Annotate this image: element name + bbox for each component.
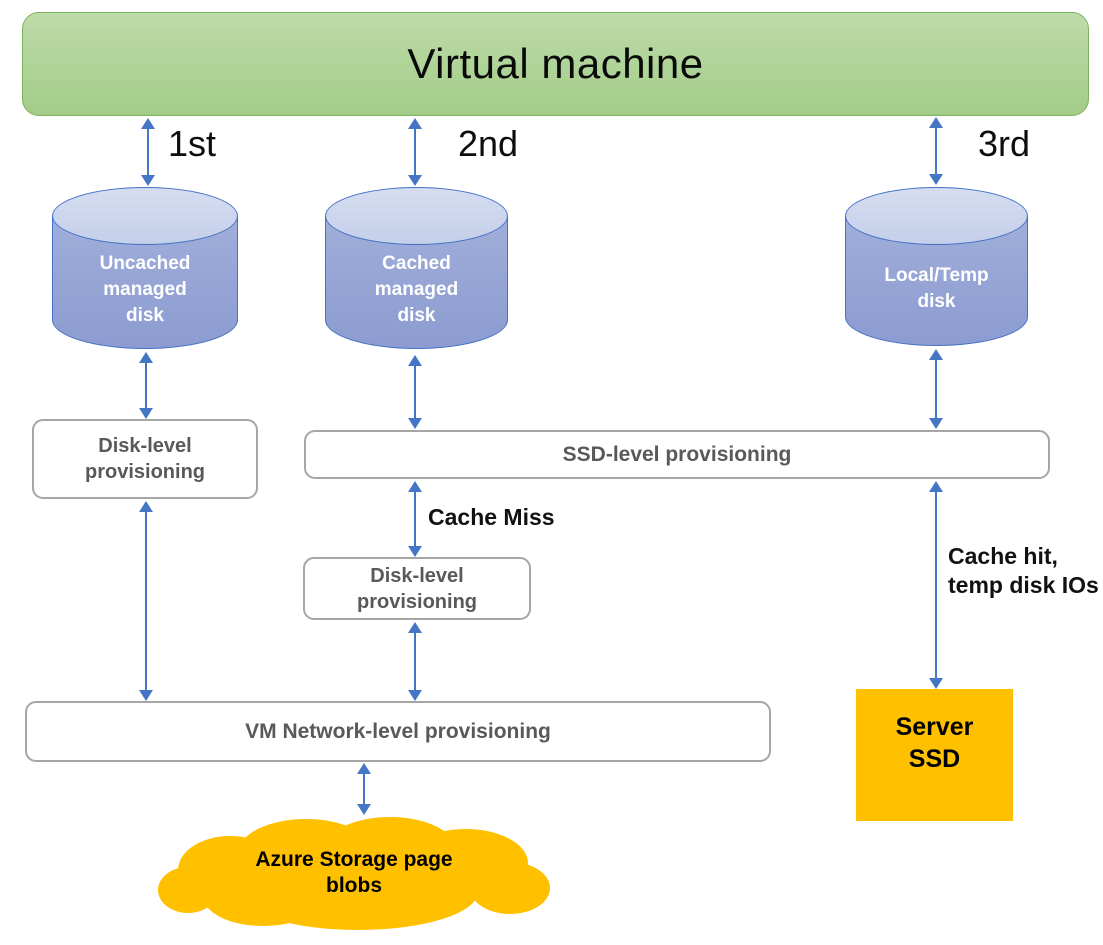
arrowhead-up-icon — [408, 118, 422, 129]
arrowhead-up-icon — [408, 355, 422, 366]
uncached-managed-disk-cylinder: Uncached managed disk — [52, 187, 238, 349]
cylinder-top — [845, 187, 1028, 245]
cached-managed-disk-cylinder: Cached managed disk — [325, 187, 508, 349]
arrowhead-up-icon — [408, 622, 422, 633]
arrowhead-down-icon — [139, 690, 153, 701]
arrowhead-up-icon — [408, 481, 422, 492]
disk-level-provisioning-mid-label: Disk-level provisioning — [357, 564, 477, 613]
arrowhead-down-icon — [929, 174, 943, 185]
cloud-icon — [158, 817, 550, 930]
arrowhead-up-icon — [929, 349, 943, 360]
arrow-vm-local-disk — [928, 117, 944, 185]
vm-network-provisioning-box: VM Network-level provisioning — [25, 701, 771, 762]
arrow-mid-provisioning-vm-network — [407, 622, 423, 701]
rank-label-3rd: 3rd — [978, 123, 1031, 164]
arrowhead-down-icon — [408, 690, 422, 701]
arrowhead-up-icon — [139, 352, 153, 363]
arrowhead-up-icon — [141, 118, 155, 129]
arrow-vm-network-azure-storage — [356, 763, 372, 815]
arrow-vm-uncached-disk — [140, 118, 156, 186]
vm-network-provisioning-label: VM Network-level provisioning — [245, 719, 551, 743]
virtual-machine-label: Virtual machine — [407, 40, 704, 87]
server-ssd-label: Server SSD — [895, 713, 974, 773]
arrowhead-down-icon — [139, 408, 153, 419]
disk-level-provisioning-left-box: Disk-level provisioning — [32, 419, 258, 499]
arrow-cache-hit-server-ssd — [928, 481, 944, 689]
arrowhead-down-icon — [141, 175, 155, 186]
local-temp-disk-cylinder: Local/Temp disk — [845, 187, 1028, 346]
arrow-disk-provisioning-vm-network — [138, 501, 154, 701]
arrowhead-down-icon — [408, 175, 422, 186]
arrowhead-up-icon — [929, 481, 943, 492]
arrowhead-down-icon — [357, 804, 371, 815]
arrowhead-up-icon — [139, 501, 153, 512]
arrow-cached-disk-ssd-provisioning — [407, 355, 423, 429]
server-ssd-box: Server SSD — [856, 689, 1013, 821]
arrow-vm-cached-disk — [407, 118, 423, 186]
cached-managed-disk-label: Cached managed disk — [374, 253, 459, 326]
cache-hit-label: Cache hit, temp disk IOs — [948, 543, 1099, 598]
rank-label-1st: 1st — [168, 123, 217, 164]
uncached-managed-disk-label: Uncached managed disk — [99, 253, 191, 326]
arrowhead-up-icon — [357, 763, 371, 774]
disk-level-provisioning-left-label: Disk-level provisioning — [85, 435, 205, 483]
arrowhead-down-icon — [929, 418, 943, 429]
cylinder-top — [52, 187, 238, 245]
virtual-machine-box: Virtual machine — [22, 12, 1089, 116]
arrow-cache-miss — [407, 481, 423, 557]
arrow-local-disk-ssd-provisioning — [928, 349, 944, 429]
arrowhead-up-icon — [929, 117, 943, 128]
azure-storage-cloud: Azure Storage page blobs — [158, 808, 550, 932]
azure-storage-cloud-label: Azure Storage page blobs — [255, 848, 453, 897]
arrowhead-down-icon — [929, 678, 943, 689]
arrowhead-down-icon — [408, 546, 422, 557]
arrow-uncached-disk-provisioning — [138, 352, 154, 419]
ssd-level-provisioning-label: SSD-level provisioning — [562, 442, 792, 466]
local-temp-disk-label: Local/Temp disk — [884, 264, 989, 312]
cache-miss-label: Cache Miss — [428, 504, 555, 530]
cylinder-top — [325, 187, 508, 245]
ssd-level-provisioning-box: SSD-level provisioning — [304, 430, 1050, 479]
arrowhead-down-icon — [408, 418, 422, 429]
rank-label-2nd: 2nd — [458, 123, 519, 164]
disk-level-provisioning-mid-box: Disk-level provisioning — [303, 557, 531, 620]
